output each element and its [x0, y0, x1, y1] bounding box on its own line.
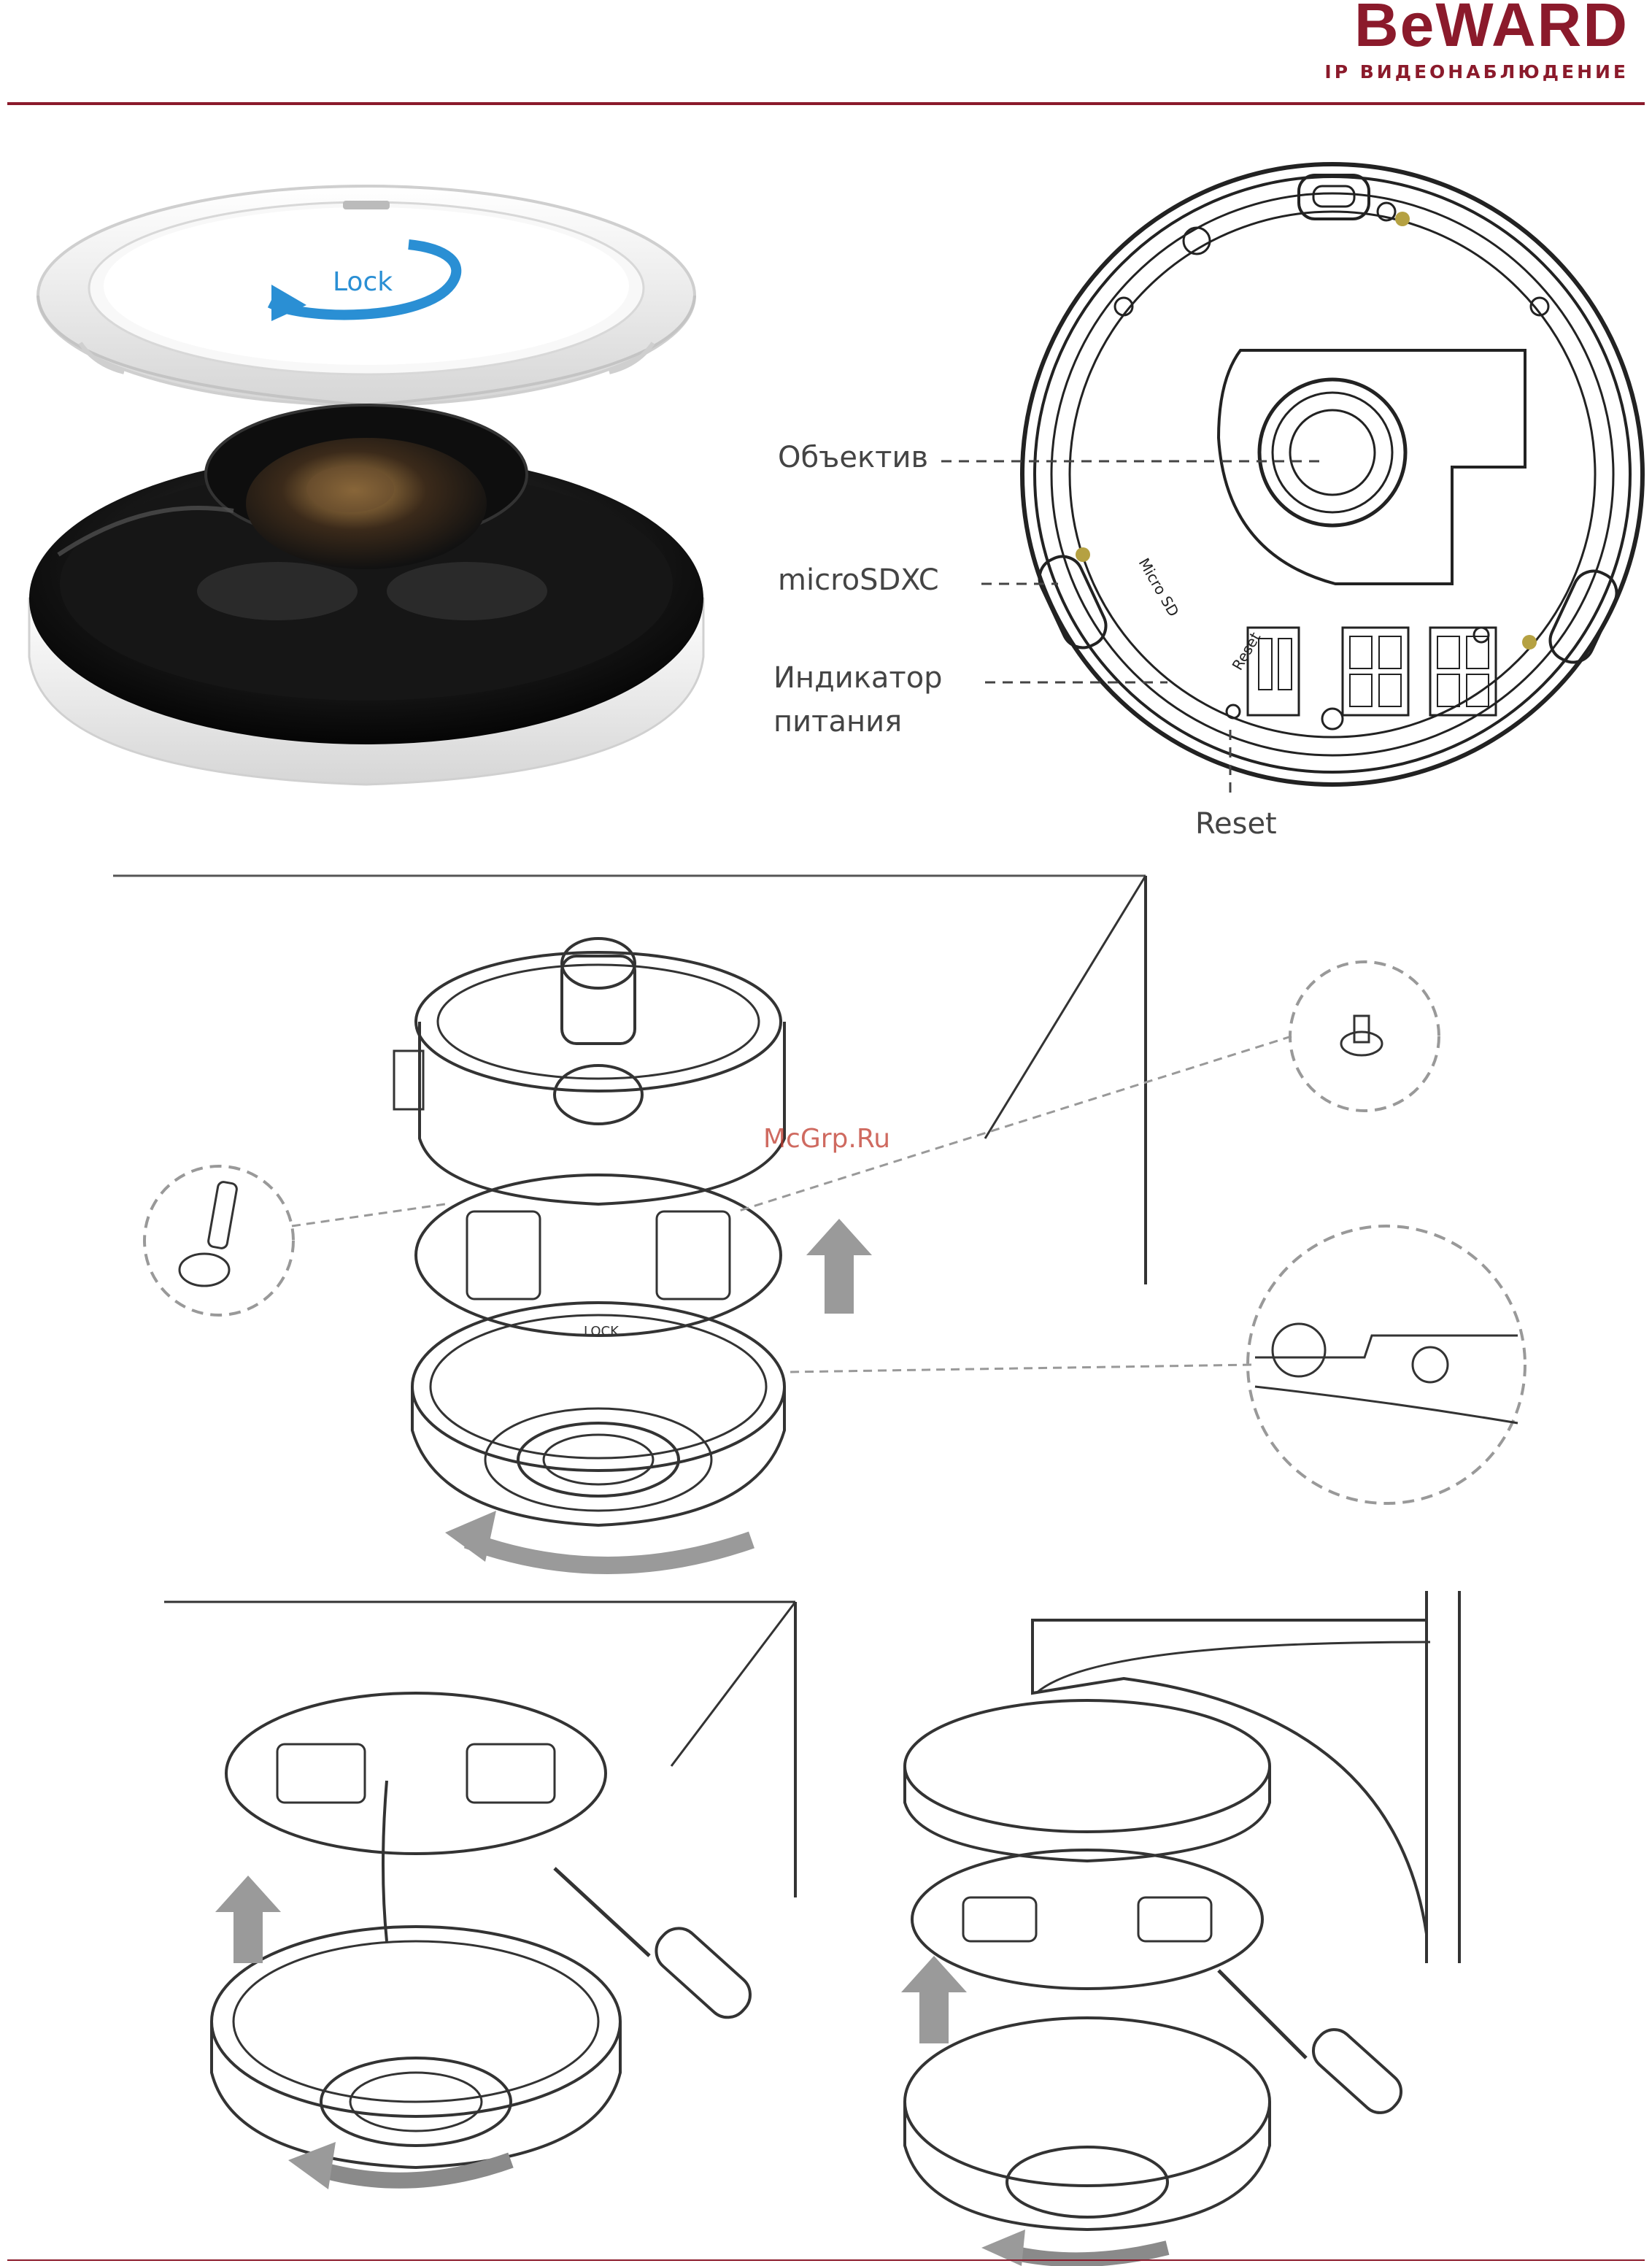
mount-step-2	[164, 1602, 795, 2167]
dome-lock-label: LOCK	[584, 1324, 620, 1339]
callout-reset: Reset	[1195, 807, 1277, 841]
screw-marker	[1076, 547, 1090, 562]
callout-microsdxc: microSDXC	[778, 563, 939, 597]
watermark: McGrp.Ru	[763, 1124, 890, 1154]
footer-divider	[7, 2259, 1645, 2261]
callout-lens: Объектив	[778, 441, 928, 474]
lock-label: Lock	[333, 267, 393, 297]
mount-step-1	[113, 876, 1525, 1525]
camera-base-diagram	[1022, 164, 1643, 785]
screw-marker	[1395, 212, 1410, 226]
mount-arrows-2	[215, 1876, 511, 2189]
mount-arrows-3	[901, 1956, 1167, 2266]
micro-sd-board-label: Micro SD	[1135, 555, 1183, 620]
mount-step-3	[905, 1591, 1459, 2230]
callout-power-indicator-line1: Индикатор	[773, 661, 943, 695]
screw-marker	[1522, 635, 1537, 650]
callout-power-indicator-line2: питания	[773, 705, 902, 739]
fisheye-camera-body	[29, 405, 703, 785]
